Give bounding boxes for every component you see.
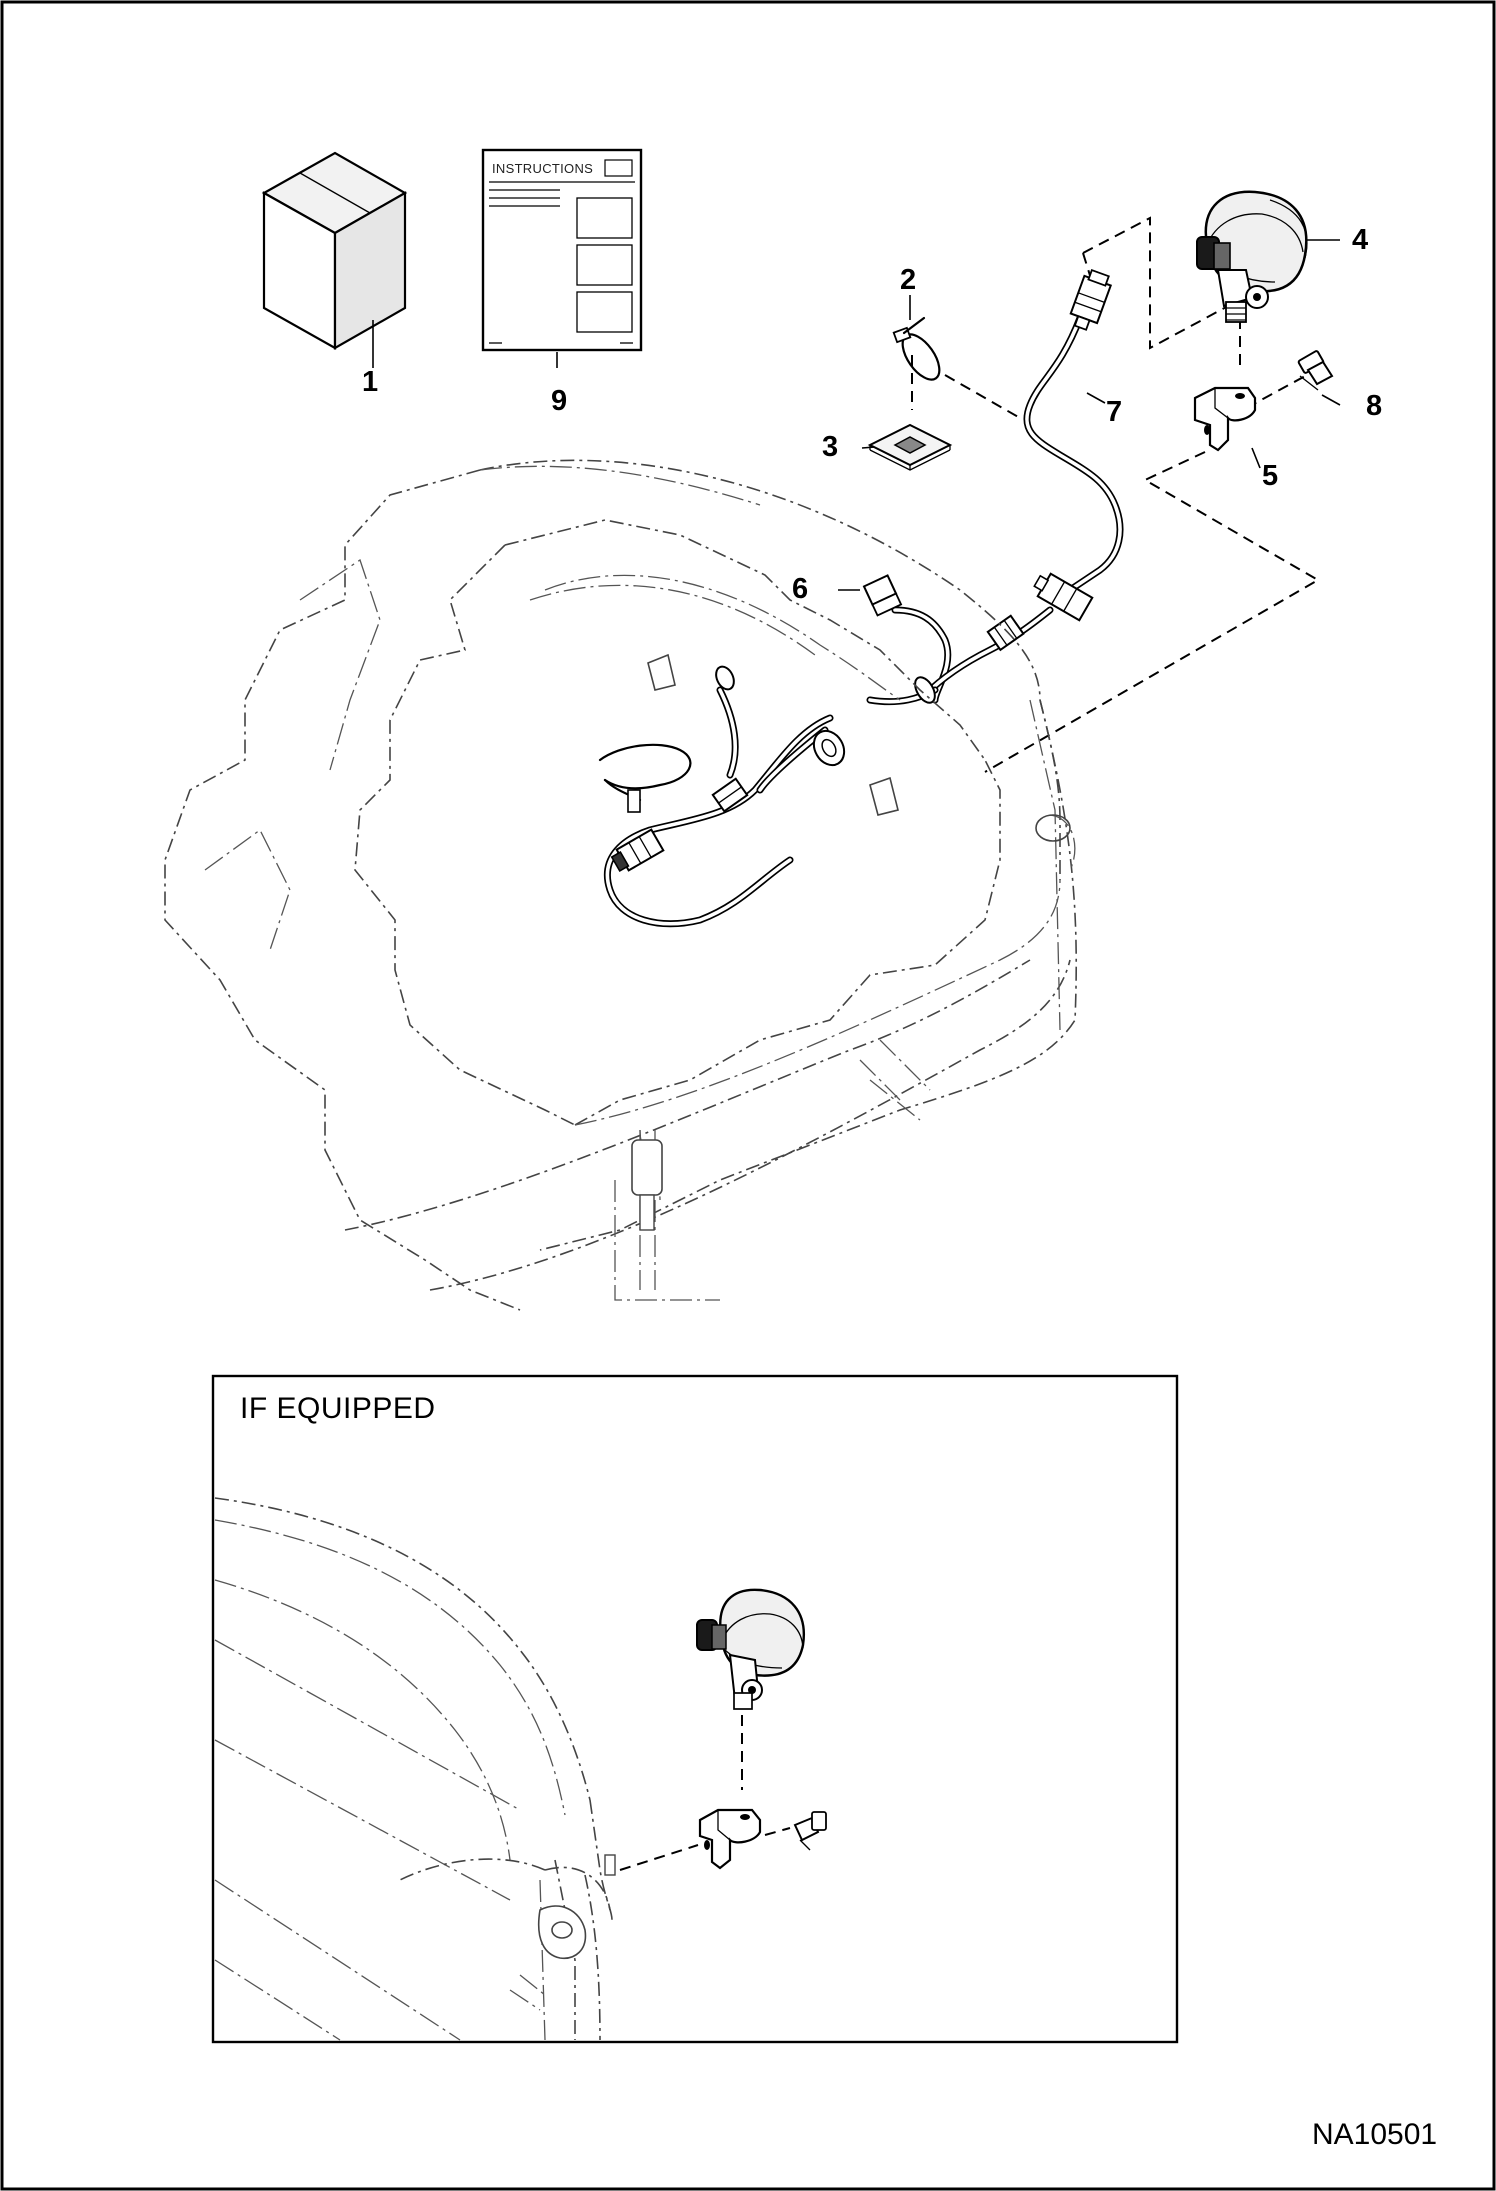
callout-5: 5 — [1262, 460, 1279, 492]
callout-7: 7 — [1106, 396, 1123, 428]
mounting-bracket-part — [1193, 386, 1257, 452]
light-harness-part — [1023, 268, 1124, 622]
inset-title: IF EQUIPPED — [240, 1392, 436, 1425]
work-light-part — [1196, 190, 1308, 323]
instructions-sheet-title: INSTRUCTIONS — [492, 161, 594, 176]
kit-box-part — [261, 151, 408, 350]
bolt-part — [1297, 350, 1334, 391]
callout-2: 2 — [900, 264, 917, 296]
callout-1: 1 — [362, 366, 379, 398]
callout-4: 4 — [1352, 224, 1369, 256]
machine-cab-phantom — [164, 459, 1078, 1311]
tie-mount-part — [867, 423, 953, 471]
callout-9: 9 — [551, 385, 568, 417]
callout-6: 6 — [792, 573, 809, 605]
cable-tie-part — [892, 316, 941, 381]
installed-harness — [598, 665, 846, 928]
callout-3: 3 — [822, 431, 839, 463]
inset-cab-phantom — [214, 1497, 616, 2041]
inset-frame — [211, 1374, 1179, 2044]
instructions-sheet-part — [481, 148, 643, 352]
figure-id: NA10501 — [1312, 2118, 1438, 2151]
callout-8: 8 — [1366, 390, 1383, 422]
inset-light-assembly — [619, 1588, 827, 1871]
main-harness-part — [862, 574, 1054, 706]
